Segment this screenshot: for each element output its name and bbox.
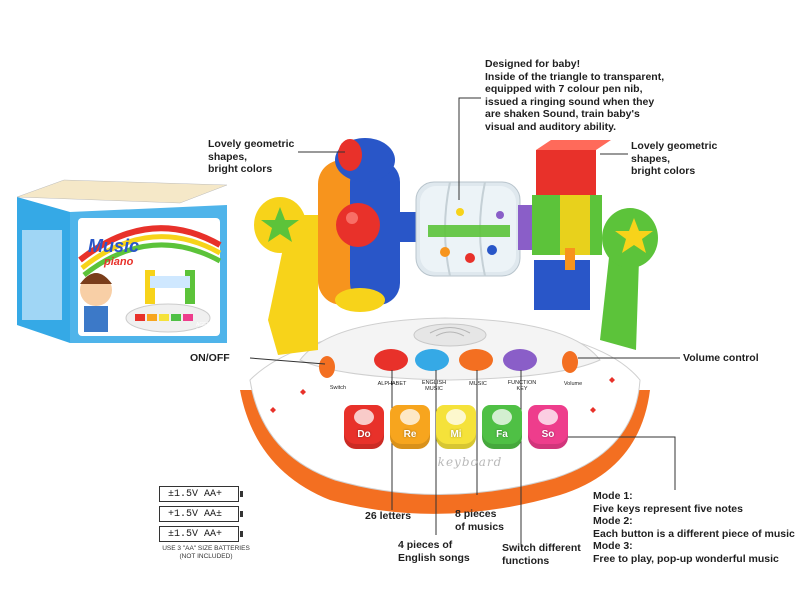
piano-key-so[interactable]: So bbox=[528, 405, 568, 449]
battery-3: ±1.5V AA+ bbox=[159, 526, 243, 542]
panel-buttons bbox=[270, 349, 615, 413]
switch-label: Switch bbox=[329, 385, 347, 391]
letters-callout: 26 letters bbox=[365, 510, 412, 522]
piano-key-mi[interactable]: Mi bbox=[436, 405, 476, 449]
piano-key-fa[interactable]: Fa bbox=[482, 405, 522, 449]
animal-face-icon bbox=[446, 409, 466, 425]
battery-2: +1.5V AA± bbox=[159, 506, 243, 522]
product-box bbox=[16, 179, 228, 343]
piano-key-label: Do bbox=[357, 429, 371, 440]
on-off-callout: ON/OFF bbox=[190, 352, 230, 364]
piano-key-label: Mi bbox=[450, 429, 462, 440]
left-shapes-callout: Lovely geometric shapes, bright colors bbox=[208, 138, 295, 175]
volume-callout: Volume control bbox=[683, 352, 759, 364]
battery-1: ±1.5V AA+ bbox=[159, 486, 243, 502]
animal-face-icon bbox=[538, 409, 558, 425]
english-songs-callout: 4 pieces of English songs bbox=[398, 539, 470, 564]
animal-face-icon bbox=[400, 409, 420, 425]
switch-functions-callout: Switch different functions bbox=[502, 542, 581, 567]
box-brand: Music bbox=[88, 236, 140, 256]
piano-key-label: Fa bbox=[496, 429, 508, 440]
english-music-label: ENGLISH MUSIC bbox=[421, 380, 447, 392]
animal-face-icon bbox=[354, 409, 374, 425]
music-label: MUSIC bbox=[469, 381, 487, 387]
modes-callout: Mode 1: Five keys represent five notes M… bbox=[593, 490, 795, 565]
piano-key-label: Re bbox=[403, 429, 417, 440]
piano-key-re[interactable]: Re bbox=[390, 405, 430, 449]
musics-callout: 8 pieces of musics bbox=[455, 508, 505, 533]
box-subtitle: piano bbox=[104, 256, 134, 268]
top-description: Designed for baby! Inside of the triangl… bbox=[485, 58, 665, 133]
battery-note: USE 3 "AA" SIZE BATTERIES (NOT INCLUDED) bbox=[162, 545, 250, 560]
animal-face-icon bbox=[492, 409, 512, 425]
piano-key-do[interactable]: Do bbox=[344, 405, 384, 449]
function-key-label: FUNCTION KEY bbox=[507, 380, 537, 392]
keyboard-label: keyboard bbox=[437, 455, 503, 469]
right-shapes-callout: Lovely geometric shapes, bright colors bbox=[631, 140, 718, 177]
volume-label: Volume bbox=[563, 381, 583, 387]
alphabet-label: ALPHABET bbox=[377, 381, 407, 387]
box-age: AGES 3 and up bbox=[196, 322, 216, 334]
piano-key-label: So bbox=[541, 429, 555, 440]
